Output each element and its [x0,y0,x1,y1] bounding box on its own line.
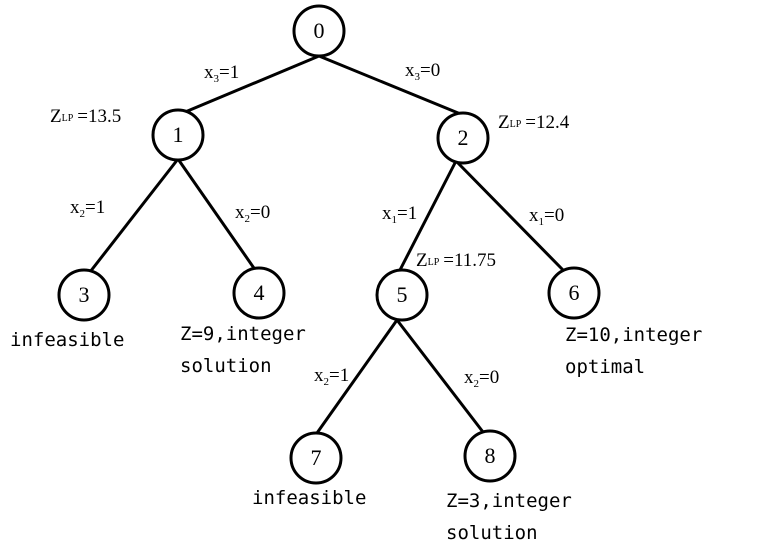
edge-5-7 [315,319,399,434]
edge-0-1 [177,54,320,117]
node-8: 8 [463,429,517,483]
node-8-note-line1: Z=3,integer [446,490,572,512]
edge-1-3-label: x2=1 [70,197,105,220]
edge-2-5 [398,160,458,271]
node-6: 6 [547,266,601,320]
node-5: 5 [375,268,429,322]
edge-2-5-label: x1=1 [382,203,417,226]
node-4: 4 [232,266,286,320]
edge-1-4-label: x2=0 [235,202,270,225]
node-3-label: 3 [79,282,90,307]
edge-0-2 [318,54,464,117]
node-1-label: 1 [173,122,184,147]
node-6-note-line2: optimal [565,356,645,378]
node-1: 1 [151,108,205,162]
edge-1-4 [176,158,258,272]
node-2-label: 2 [458,125,469,150]
node-8-note-line2: solution [446,522,538,544]
edge-2-6 [454,159,565,272]
node-7-label: 7 [311,445,322,470]
edge-5-8 [395,319,485,433]
node-4-note-line2: solution [180,355,272,377]
node-0: 0 [292,4,346,58]
edge-5-7-label: x2=1 [314,365,349,388]
node-2-zlp: ZLP=12.4 [498,112,570,133]
node-8-label: 8 [485,443,496,468]
node-5-label: 5 [397,282,408,307]
node-4-label: 4 [254,280,265,305]
edge-5-8-label: x2=0 [464,367,499,390]
edge-2-6-label: x1=0 [529,205,564,228]
edge-0-1-label: x3=1 [204,62,239,85]
node-2: 2 [436,111,490,165]
node-0-label: 0 [314,18,325,43]
edge-0-2-label: x3=0 [405,60,440,83]
edge-1-3 [88,158,180,273]
node-3-note: infeasible [10,329,124,351]
node-6-label: 6 [569,280,580,305]
node-5-zlp: ZLP=11.75 [416,250,496,271]
node-7: 7 [289,431,343,485]
node-6-note-line1: Z=10,integer [565,324,702,346]
node-4-note-line1: Z=9,integer [180,323,306,345]
node-7-note: infeasible [252,487,366,509]
node-3: 3 [57,268,111,322]
node-1-zlp: ZLP=13.5 [50,106,121,127]
